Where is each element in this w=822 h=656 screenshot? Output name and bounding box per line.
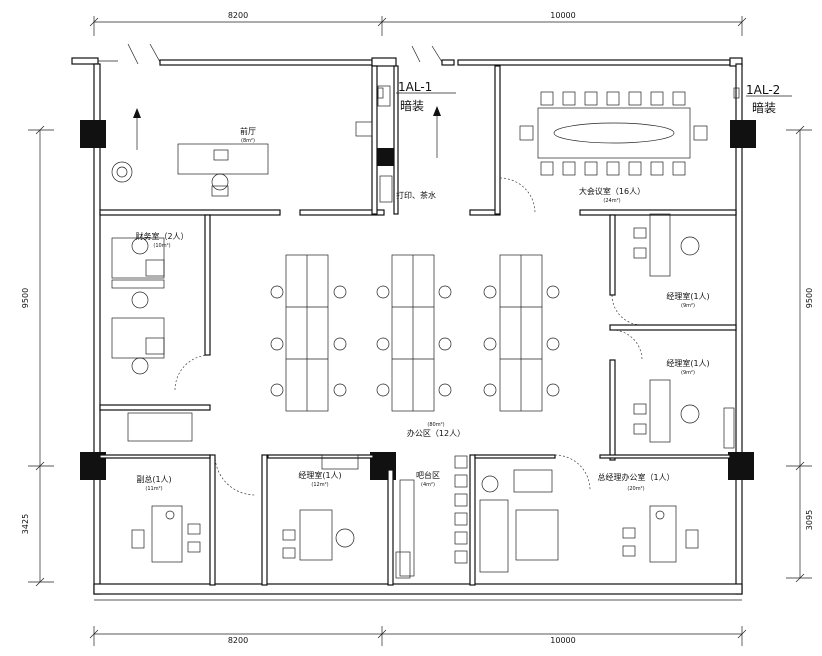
- ac-tag-2-code: 1AL-2: [746, 83, 780, 97]
- finance-furniture: [111, 237, 165, 375]
- room-area-conference: (24m²): [603, 198, 620, 204]
- manager-room-3-furniture: [282, 454, 359, 561]
- bottom-dimension-line: [89, 626, 747, 646]
- bar-furniture: [395, 455, 468, 579]
- room-area-vp: (11m²): [145, 486, 162, 492]
- gm-office-furniture: [479, 469, 699, 573]
- ac-tag-1-code: 1AL-1: [398, 80, 432, 94]
- room-label-print: 打印、茶水: [396, 190, 436, 200]
- dim-left-upper: 9500: [21, 288, 30, 308]
- top-dimension-line: [89, 16, 747, 36]
- room-label-manager-3: 经理室(1人): [298, 470, 341, 480]
- manager-room-2-furniture: [633, 379, 735, 449]
- dim-top-right: 10000: [550, 11, 575, 20]
- workstation-cluster-3: [483, 254, 560, 412]
- room-label-bar: 吧台区: [416, 470, 440, 480]
- workstation-cluster-1: [270, 254, 347, 412]
- room-label-lobby: 前厅: [240, 126, 256, 136]
- left-dimension-line: [28, 125, 54, 587]
- direction-arrows: [133, 106, 441, 158]
- dim-right-lower: 3095: [805, 510, 814, 530]
- manager-room-1-furniture: [633, 213, 700, 277]
- room-label-finance: 财务室（2人）: [135, 231, 188, 241]
- door-swings: [174, 177, 643, 496]
- vp-office-furniture: [127, 412, 201, 563]
- room-label-manager-1: 经理室(1人): [666, 291, 709, 301]
- ac-tag-2-note: 暗装: [752, 100, 776, 115]
- room-label-gm: 总经理办公室（1人）: [597, 472, 674, 482]
- dim-right-upper: 9500: [805, 288, 814, 308]
- room-area-finance: (10m²): [153, 243, 170, 249]
- room-area-manager-3: (12m²): [311, 482, 328, 488]
- room-label-conference: 大会议室（16人）: [579, 186, 645, 196]
- dim-bottom-right: 10000: [550, 636, 575, 645]
- plant-icon: [111, 161, 133, 183]
- room-area-lobby: (8m²): [241, 138, 255, 144]
- dim-top-left: 8200: [228, 11, 248, 20]
- workstation-cluster-2: [376, 254, 452, 412]
- reception-desk: [177, 143, 269, 197]
- room-area-gm: (20m²): [627, 486, 644, 492]
- interior-walls: [99, 65, 737, 586]
- dim-bottom-left: 8200: [228, 636, 248, 645]
- dim-left-lower: 3425: [21, 514, 30, 534]
- outer-walls: [71, 43, 743, 601]
- ac-tag-1: [377, 87, 456, 99]
- room-area-bar: (4m²): [421, 482, 435, 488]
- ac-tag-2: [733, 87, 792, 99]
- room-area-manager-1: (9m²): [681, 303, 695, 309]
- conference-table: [519, 91, 708, 176]
- room-area-office: (80m²): [427, 422, 444, 428]
- room-label-vp: 副总(1人): [136, 474, 171, 484]
- ac-tag-1-note: 暗装: [400, 98, 424, 113]
- room-label-manager-2: 经理室(1人): [666, 358, 709, 368]
- room-label-office: 办公区（12人）: [407, 428, 465, 438]
- room-area-manager-2: (9m²): [681, 370, 695, 376]
- right-dimension-line: [786, 125, 812, 583]
